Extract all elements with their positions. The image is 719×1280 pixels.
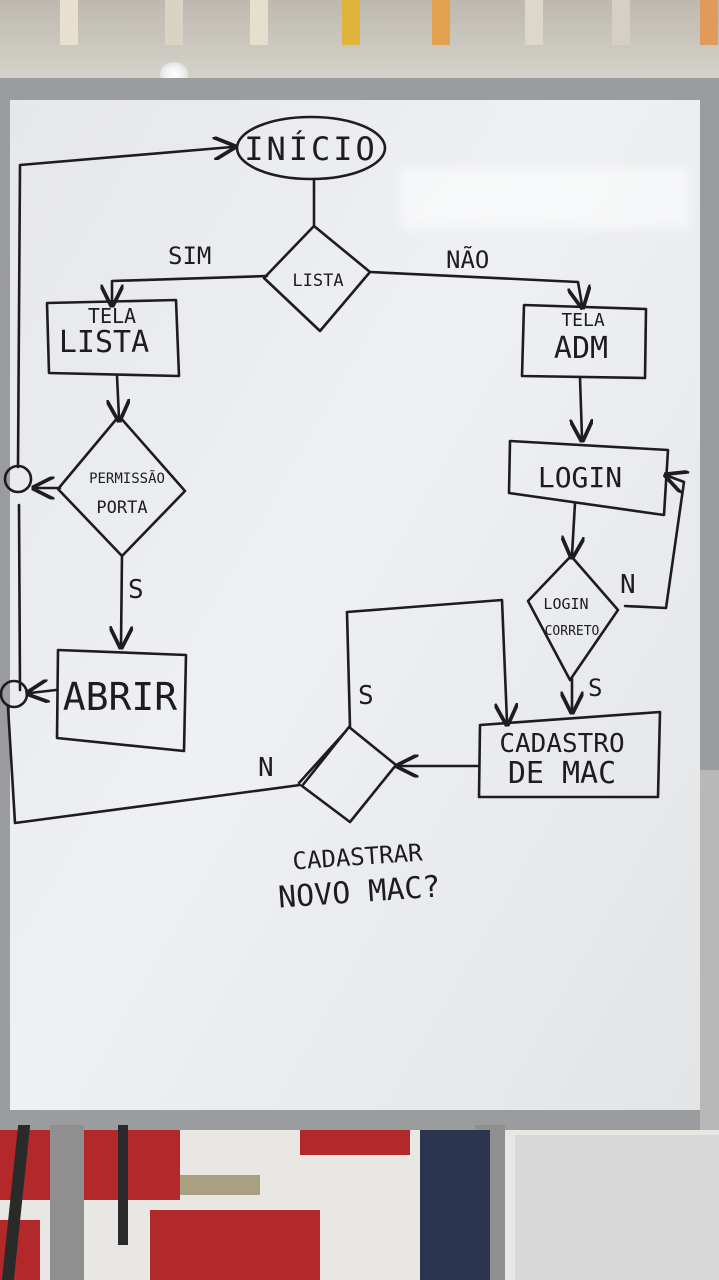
permissao-porta-decision bbox=[56, 414, 187, 558]
permissao-label-1: PERMISSÃO bbox=[89, 470, 165, 487]
ceiling bbox=[0, 0, 719, 86]
connector-loop-to-inicio bbox=[16, 147, 232, 469]
connector-lower-loop bbox=[17, 503, 22, 692]
nao-label: NÃO bbox=[446, 244, 489, 274]
cadastro-label-2: DE MAC bbox=[508, 756, 616, 791]
tela-lista-label-1: TELA bbox=[88, 304, 136, 328]
cadastrar-decision-accent bbox=[297, 729, 348, 785]
floor-plate bbox=[180, 1175, 260, 1195]
login-box bbox=[507, 439, 670, 517]
junction-upper bbox=[3, 464, 33, 494]
connector-tela-lista-permissao bbox=[117, 374, 119, 418]
chair bbox=[420, 1130, 490, 1280]
tela-adm-box bbox=[520, 303, 648, 380]
lista-decision bbox=[262, 224, 372, 333]
cadastrar-label-2: NOVO MAC? bbox=[277, 869, 442, 915]
login-label: LOGIN bbox=[538, 461, 622, 494]
connector-tela-adm-login bbox=[580, 376, 582, 438]
cadastro-label-1: CADASTRO bbox=[499, 729, 624, 759]
stand-leg bbox=[50, 1125, 84, 1280]
login-correto-label-1: LOGIN bbox=[543, 595, 588, 613]
tela-adm-label-2: ADM bbox=[554, 331, 608, 366]
ceiling-beam bbox=[165, 0, 183, 45]
sim-label: SIM bbox=[168, 242, 211, 270]
inicio-terminal bbox=[235, 115, 387, 181]
floor-tile bbox=[150, 1210, 320, 1280]
cadastro-mac-box bbox=[477, 710, 662, 799]
lista-label: LISTA bbox=[292, 271, 343, 291]
login-correto-decision bbox=[526, 554, 620, 682]
abrir-label: ABRIR bbox=[63, 675, 178, 719]
connector-lista-sim bbox=[112, 274, 269, 303]
ceiling-beam bbox=[342, 0, 360, 45]
connector-lista-nao bbox=[368, 270, 582, 305]
connector-login-check bbox=[572, 501, 575, 555]
chair-leg bbox=[118, 1125, 128, 1245]
ceiling-beam bbox=[250, 0, 268, 45]
desk bbox=[515, 1135, 719, 1280]
n-cadastrar-label: N bbox=[258, 753, 274, 783]
tela-adm-label-1: TELA bbox=[561, 310, 605, 331]
connector-abrir-junction bbox=[30, 690, 58, 693]
connector-permissao-abrir bbox=[121, 553, 122, 645]
tela-lista-label-2: LISTA bbox=[59, 325, 149, 360]
connectors bbox=[6, 147, 684, 825]
whiteboard bbox=[10, 100, 700, 1110]
connector-cadastrar-s-loop bbox=[345, 598, 507, 729]
light-glare bbox=[400, 168, 690, 228]
ceiling-beam bbox=[525, 0, 543, 45]
floor-tile bbox=[0, 1130, 180, 1200]
ceiling-beam bbox=[612, 0, 630, 45]
junction-lower bbox=[0, 679, 29, 709]
login-correto-label-2: CORRETO bbox=[545, 624, 600, 639]
inicio-label: INÍCIO bbox=[244, 130, 378, 168]
s-permissao-label: S bbox=[128, 575, 144, 605]
abrir-box bbox=[55, 648, 188, 753]
ceiling-beam bbox=[700, 0, 718, 45]
cadastrar-label-1: CADASTRAR bbox=[292, 838, 424, 875]
connector-login-retry bbox=[623, 476, 684, 610]
tela-lista-box bbox=[45, 298, 181, 378]
ceiling-beam bbox=[432, 0, 450, 45]
cadastrar-novo-mac-decision bbox=[300, 725, 398, 824]
ceiling-beam bbox=[60, 0, 78, 45]
permissao-label-2: PORTA bbox=[96, 498, 147, 518]
s-cadastrar-label: S bbox=[358, 681, 374, 711]
connector-cadastrar-n-loop bbox=[6, 705, 302, 825]
s-login-label: S bbox=[588, 674, 602, 702]
n-login-label: N bbox=[620, 570, 636, 600]
floor-tile bbox=[300, 1130, 410, 1155]
wall-edge bbox=[700, 770, 719, 1130]
